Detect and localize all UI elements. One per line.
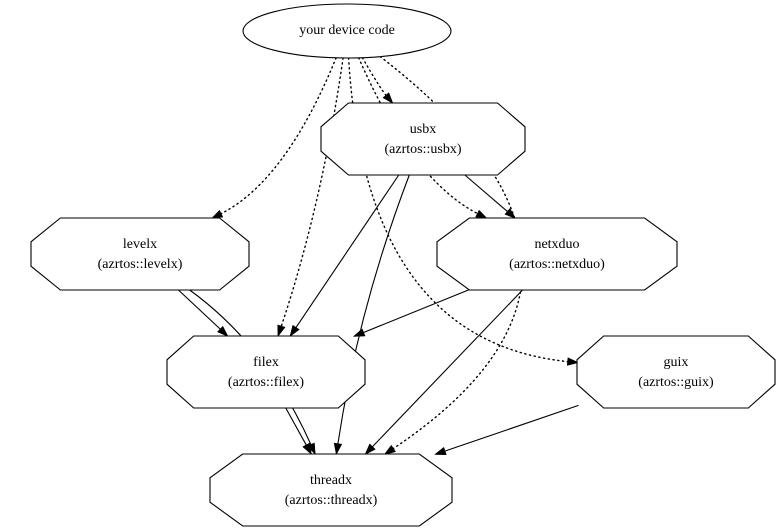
node-levelx[interactable]: levelx(azrtos::levelx) xyxy=(30,217,250,291)
arrowhead-levelx-to-filex xyxy=(216,325,229,338)
arrowhead-usbx-to-threadx xyxy=(333,442,343,456)
arrowhead-device-to-levelx xyxy=(210,209,224,219)
edge-filex-to-threadx xyxy=(285,407,308,447)
node-label-guix-package: (azrtos::guix) xyxy=(638,375,714,390)
node-threadx[interactable]: threadx(azrtos::threadx) xyxy=(209,453,453,527)
arrowhead-device-to-filex xyxy=(277,324,286,338)
node-shape-guix xyxy=(576,335,776,409)
arrowhead-usbx-to-netxduo xyxy=(504,207,517,219)
node-label-threadx-name: threadx xyxy=(310,473,352,488)
edge-device-to-filex xyxy=(280,57,344,329)
edge-netxduo-to-threadx xyxy=(371,289,524,449)
edge-netxduo-to-filex xyxy=(362,288,470,334)
node-shape-netxduo xyxy=(436,217,678,291)
node-shape-usbx xyxy=(320,102,526,176)
node-shape-threadx xyxy=(209,453,453,527)
node-label-filex-package: (azrtos::filex) xyxy=(228,375,305,390)
node-filex[interactable]: filex(azrtos::filex) xyxy=(166,335,366,409)
arrowhead-netxduo-to-threadx xyxy=(364,443,376,456)
node-usbx[interactable]: usbx(azrtos::usbx) xyxy=(320,102,526,176)
node-label-device-name: your device code xyxy=(299,23,395,38)
node-label-levelx-name: levelx xyxy=(123,237,157,252)
arrowhead-netxduo-to-filex xyxy=(352,328,366,337)
node-shape-filex xyxy=(166,335,366,409)
node-label-filex-name: filex xyxy=(253,355,279,370)
node-label-usbx-name: usbx xyxy=(410,122,436,137)
node-guix[interactable]: guix(azrtos::guix) xyxy=(576,335,776,409)
arrowhead-device-to-netxduo xyxy=(475,209,488,219)
node-label-netxduo-name: netxduo xyxy=(534,237,579,252)
edge-usbx-to-threadx xyxy=(337,174,411,446)
node-label-netxduo-package: (azrtos::netxduo) xyxy=(509,257,605,272)
node-shape-levelx xyxy=(30,217,250,291)
node-layer: your device codeusbx(azrtos::usbx)levelx… xyxy=(30,3,776,527)
node-netxduo[interactable]: netxduo(azrtos::netxduo) xyxy=(436,217,678,291)
node-shape-device xyxy=(242,3,452,59)
node-label-guix-name: guix xyxy=(664,355,689,370)
node-device[interactable]: your device code xyxy=(242,3,452,59)
node-label-threadx-package: (azrtos::threadx) xyxy=(285,493,378,508)
arrowhead-device-to-guix xyxy=(566,357,580,366)
node-label-levelx-package: (azrtos::levelx) xyxy=(98,257,183,272)
edge-usbx-to-filex xyxy=(294,174,400,330)
arrowhead-filex-to-threadx xyxy=(302,442,312,456)
edge-usbx-to-netxduo xyxy=(463,174,509,213)
edge-guix-to-threadx xyxy=(443,404,579,453)
arrowhead-guix-to-threadx xyxy=(433,446,447,455)
arrowhead-device-to-threadx xyxy=(383,444,397,455)
edge-device-to-levelx xyxy=(219,57,337,215)
node-label-usbx-package: (azrtos::usbx) xyxy=(385,142,462,157)
arrowhead-device-to-usbx xyxy=(382,92,394,105)
edge-levelx-to-filex xyxy=(177,289,222,331)
edge-device-to-usbx xyxy=(361,57,388,97)
arrowhead-usbx-to-filex xyxy=(289,324,300,338)
